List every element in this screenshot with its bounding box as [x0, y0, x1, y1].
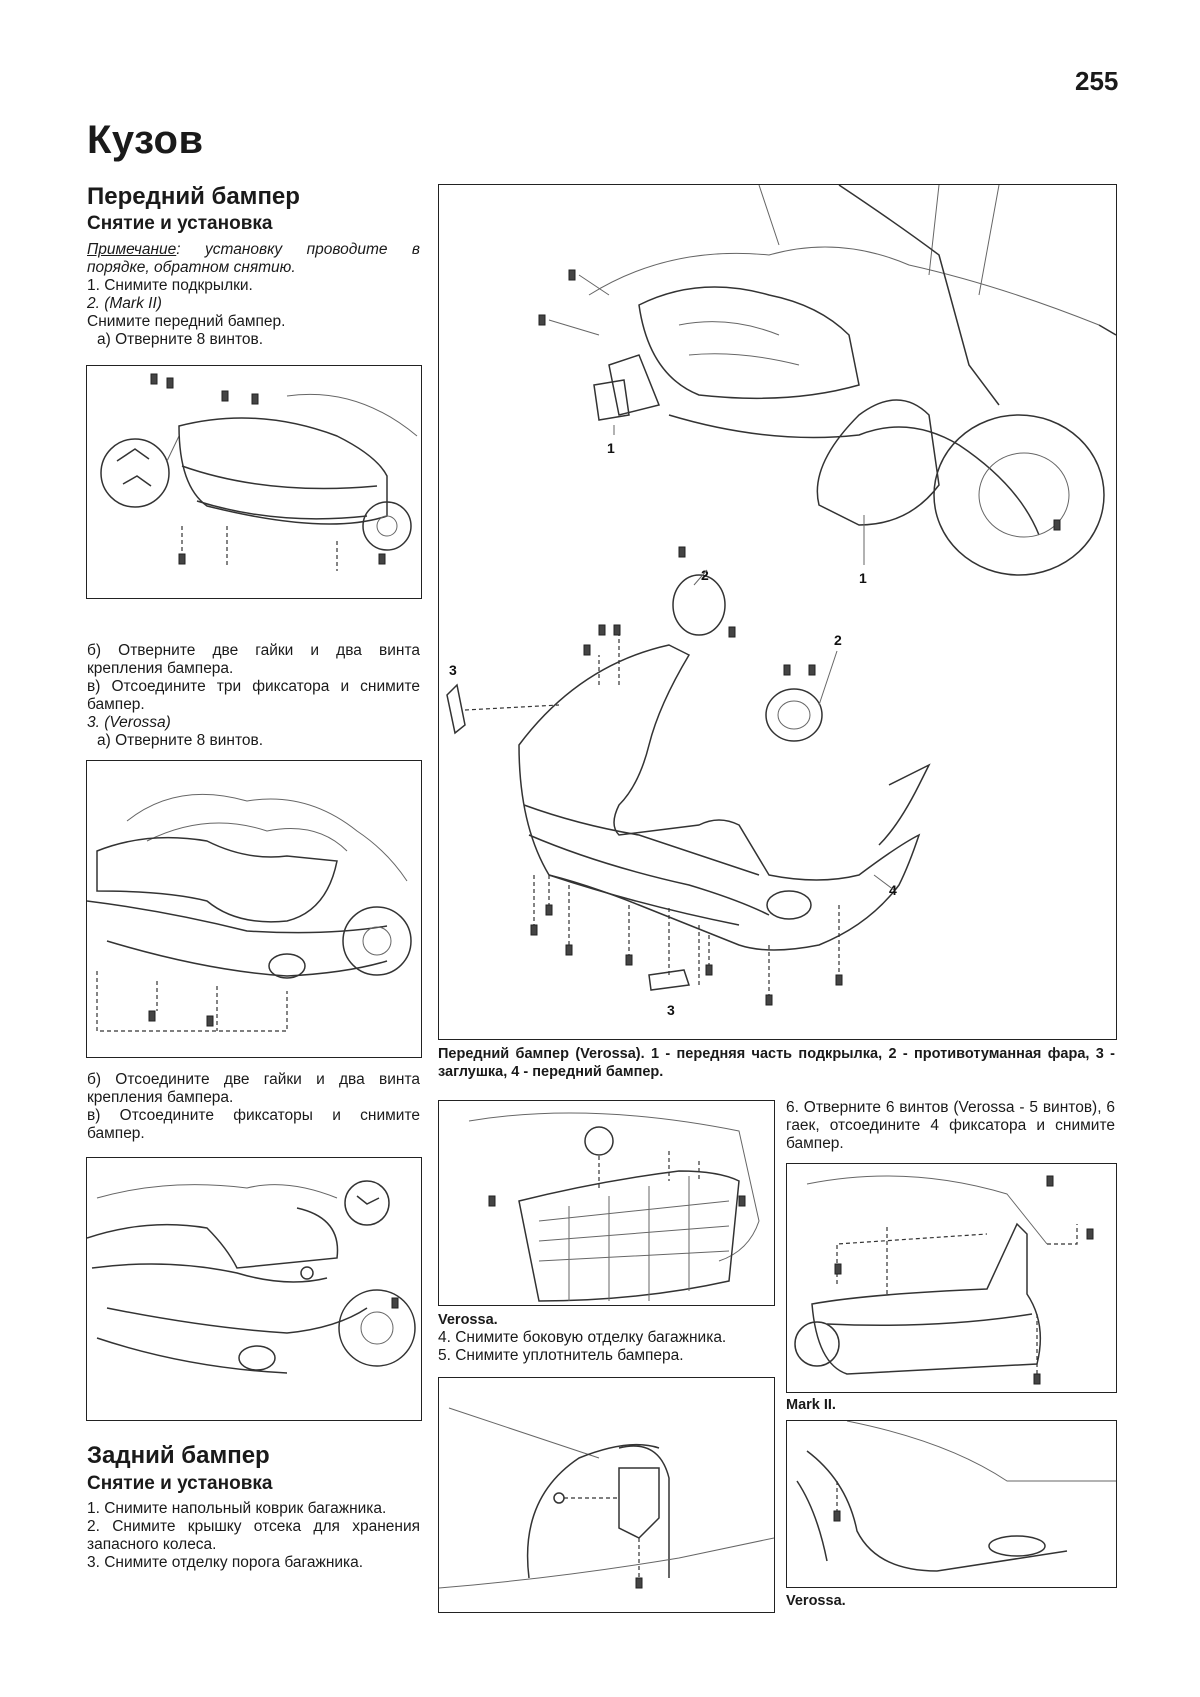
fig-verossa-label: Verossa.: [438, 1312, 498, 1328]
verossa-front-screws-drawing: [87, 793, 412, 1032]
rear-step-4: 4. Снимите боковую отделку багажника.: [438, 1329, 727, 1346]
step-3-model: 3. (Verossa): [87, 714, 171, 731]
figure-mark2-front-bumper: [86, 365, 422, 599]
front-bumper-steps-top: Примечание: установку проводите в порядк…: [87, 241, 420, 349]
svg-text:1: 1: [607, 440, 615, 456]
rear-step-6: 6. Отверните 6 винтов (Verossa - 5 винто…: [786, 1099, 1115, 1152]
chapter-title: Кузов: [87, 118, 204, 162]
step-2c: в) Отсоедините три фиксатора и снимите б…: [87, 678, 420, 713]
rear-step-1: 1. Снимите напольный коврик багажника.: [87, 1500, 387, 1517]
mark2-front-bumper-drawing: [100, 373, 418, 571]
bumper-seal-drawing: [439, 1407, 774, 1589]
step-2-text: Снимите передний бампер.: [87, 313, 286, 330]
rear-bumper-title: Задний бампер: [87, 1442, 270, 1469]
fig-verossa2-label: Verossa.: [786, 1593, 846, 1609]
step-3a: а) Отверните 8 винтов.: [97, 732, 264, 749]
step-2a: а) Отверните 8 винтов.: [97, 331, 264, 348]
step-1: 1. Снимите подкрылки.: [87, 277, 253, 294]
rear-bumper-subtitle: Снятие и установка: [87, 1473, 273, 1494]
front-bumper-steps-bottom: б) Отсоедините две гайки и два винта кре…: [87, 1071, 420, 1143]
svg-text:2: 2: [701, 567, 709, 583]
note-paragraph: Примечание: установку проводите в порядк…: [87, 241, 420, 277]
fig-mark2-label: Mark II.: [786, 1397, 836, 1413]
svg-text:4: 4: [889, 882, 897, 898]
verossa-rear-bumper-drawing: [796, 1421, 1116, 1572]
step-3c: в) Отсоедините фиксаторы и снимите бампе…: [87, 1107, 420, 1142]
page-number: 255: [1075, 66, 1119, 96]
figure-bumper-seal: [438, 1377, 775, 1613]
note-label: Примечание: [87, 241, 177, 258]
front-bumper-subtitle: Снятие и установка: [87, 213, 273, 234]
svg-text:1: 1: [859, 570, 867, 586]
step-3b: б) Отсоедините две гайки и два винта кре…: [87, 1071, 420, 1106]
main-figure-caption: Передний бампер (Verossa). 1 - передняя …: [438, 1046, 1115, 1080]
verossa-trunk-trim-drawing: [468, 1112, 760, 1302]
note-text: : установку проводите в порядке, обратно…: [87, 241, 420, 276]
verossa-front-nuts-drawing: [87, 1180, 416, 1374]
rear-step-5: 5. Снимите уплотнитель бампера.: [438, 1347, 684, 1364]
rear-bumper-steps-right: 4. Снимите боковую отделку багажника. 5.…: [438, 1329, 773, 1365]
figure-verossa-front-screws: [86, 760, 422, 1058]
figure-front-bumper-exploded: 1 1 2 2 3 3 4: [438, 184, 1117, 1040]
mark2-rear-bumper-drawing: [794, 1175, 1094, 1385]
rear-bumper-steps: 1. Снимите напольный коврик багажника. 2…: [87, 1500, 420, 1572]
rear-bumper-step6-block: 6. Отверните 6 винтов (Verossa - 5 винто…: [786, 1099, 1115, 1153]
rear-step-2: 2. Снимите крышку отсека для хранения за…: [87, 1518, 420, 1553]
figure-verossa-rear-bumper: [786, 1420, 1117, 1588]
step-2-model: 2. (Mark II): [87, 295, 162, 312]
front-bumper-steps-mid: б) Отверните две гайки и два винта крепл…: [87, 642, 420, 750]
front-bumper-title: Передний бампер: [87, 183, 300, 210]
step-2b: б) Отверните две гайки и два винта крепл…: [87, 642, 420, 677]
svg-text:3: 3: [667, 1002, 675, 1018]
figure-verossa-front-nuts: [86, 1157, 422, 1421]
rear-step-3: 3. Снимите отделку порога багажника.: [87, 1554, 364, 1571]
svg-text:3: 3: [449, 662, 457, 678]
figure-verossa-trunk-trim: [438, 1100, 775, 1306]
front-bumper-exploded-drawing: 1 1 2 2 3 3 4: [446, 185, 1116, 1018]
svg-text:2: 2: [834, 632, 842, 648]
figure-mark2-rear-bumper: [786, 1163, 1117, 1393]
